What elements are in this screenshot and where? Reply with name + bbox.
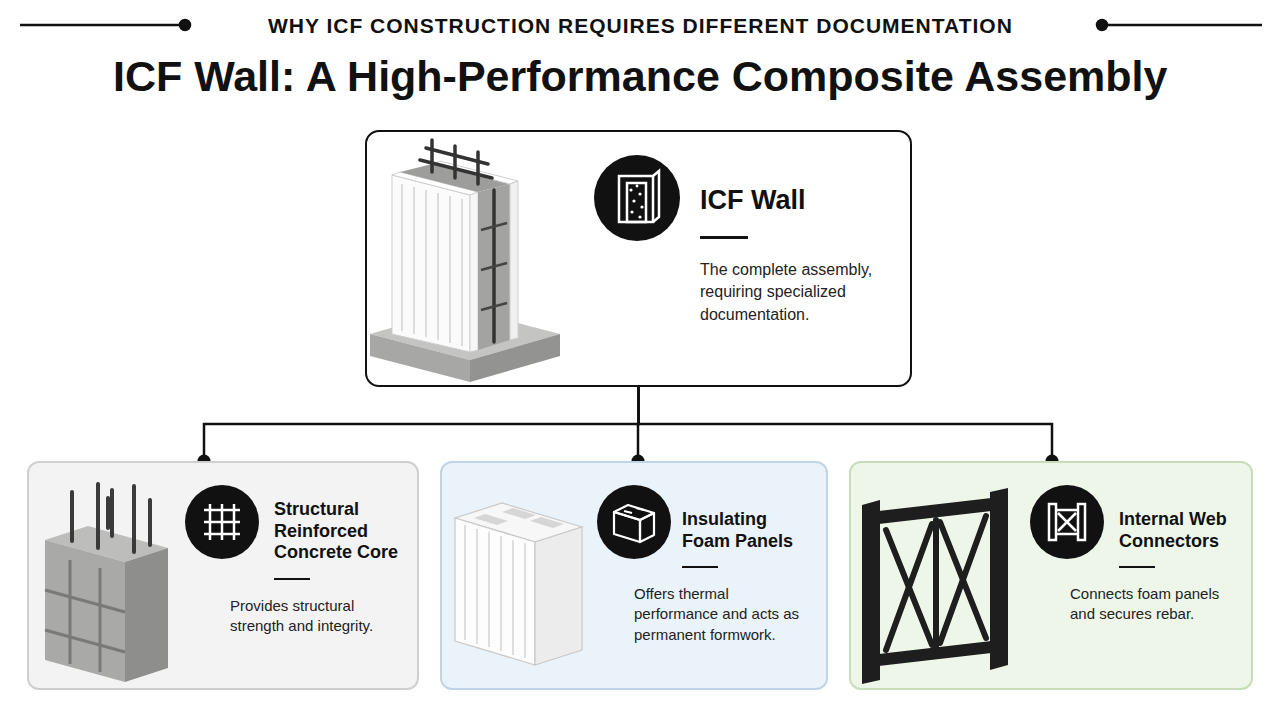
foam-block-icon xyxy=(597,485,671,559)
box-heading: Internal Web Connectors xyxy=(1119,509,1244,552)
heading-rule xyxy=(700,236,748,239)
connector-line xyxy=(639,387,1053,461)
wall-icon xyxy=(594,155,680,241)
box-heading: ICF Wall xyxy=(700,184,892,216)
header-kicker: WHY ICF CONSTRUCTION REQUIRES DIFFERENT … xyxy=(268,14,1013,38)
text-column: ICF WallThe complete assembly, requiring… xyxy=(700,184,892,326)
component-box: Structural Reinforced Concrete CoreProvi… xyxy=(27,461,419,690)
box-heading: Insulating Foam Panels xyxy=(682,509,807,552)
component-box: Internal Web ConnectorsConnects foam pan… xyxy=(849,461,1253,690)
web-connector-illustration xyxy=(862,488,1008,684)
component-box: Insulating Foam PanelsOffers thermal per… xyxy=(440,461,828,690)
foam-panel-illustration xyxy=(455,503,582,665)
concrete-core-illustration xyxy=(45,484,168,682)
heading-rule xyxy=(274,578,310,580)
text-column: Structural Reinforced Concrete CoreProvi… xyxy=(230,499,409,636)
connector-line xyxy=(204,387,639,461)
box-description: Connects foam panels and secures rebar. xyxy=(1070,584,1235,625)
diagram-title: ICF Wall: A High-Performance Composite A… xyxy=(113,52,1167,101)
rebar-grid-icon xyxy=(185,485,259,559)
box-description: Provides structural strength and integri… xyxy=(230,596,400,637)
heading-rule xyxy=(682,566,718,568)
heading-rule xyxy=(1119,566,1155,568)
branch-connector xyxy=(198,387,639,468)
box-description: The complete assembly, requiring special… xyxy=(700,259,892,326)
box-heading: Structural Reinforced Concrete Core xyxy=(274,499,409,564)
box-description: Offers thermal performance and acts as p… xyxy=(634,584,816,645)
assembly-box: ICF WallThe complete assembly, requiring… xyxy=(365,130,912,387)
icf-wall-illustration xyxy=(370,140,560,382)
text-column: Internal Web ConnectorsConnects foam pan… xyxy=(1070,509,1244,625)
connector-icon xyxy=(1030,485,1104,559)
text-column: Insulating Foam PanelsOffers thermal per… xyxy=(634,509,816,645)
branch-connector xyxy=(639,387,1059,468)
